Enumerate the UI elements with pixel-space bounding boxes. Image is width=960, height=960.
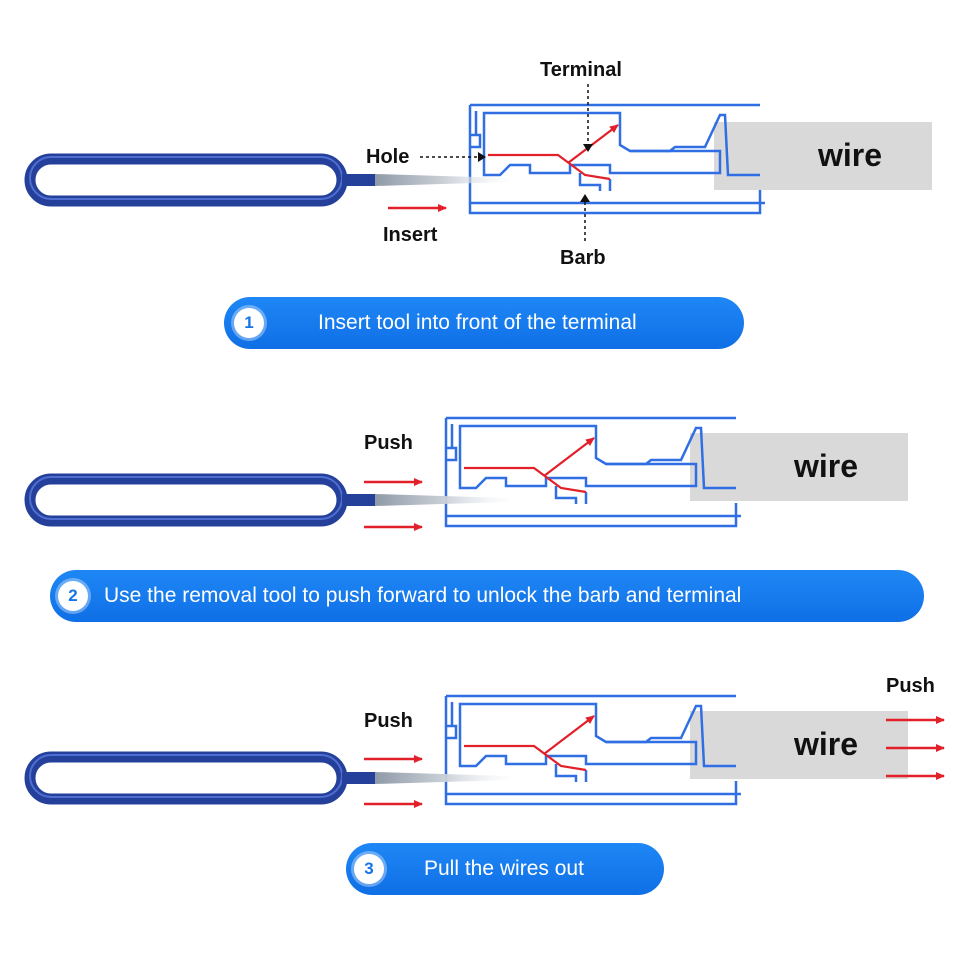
panel-step-3: wire Push Push — [30, 675, 945, 808]
hole-label: Hole — [366, 146, 409, 168]
wire-label: wire — [793, 448, 858, 484]
step-1-text: Insert tool into front of the terminal — [318, 311, 637, 334]
push-label: Push — [364, 710, 413, 732]
step-1-banner: 1 Insert tool into front of the terminal — [224, 297, 744, 349]
barb-leader-arrow — [580, 194, 590, 202]
removal-tool-icon — [30, 157, 510, 201]
step-2-number: 2 — [58, 581, 88, 611]
hole-leader-arrow — [478, 152, 486, 162]
step-3-banner: 3 Pull the wires out — [346, 843, 664, 895]
wire-label: wire — [817, 137, 882, 173]
terminal-label: Terminal — [540, 59, 622, 81]
step-2-text: Use the removal tool to push forward to … — [104, 584, 742, 607]
terminal-housing — [470, 105, 765, 213]
wire-block — [714, 122, 932, 190]
terminal-leader-arrow — [583, 144, 593, 152]
wire-block — [690, 433, 908, 501]
removal-tool-icon — [30, 755, 510, 799]
panel-step-1: wire Terminal Hole Insert Barb — [30, 59, 932, 269]
step-3-number: 3 — [354, 854, 384, 884]
insert-label: Insert — [383, 224, 438, 246]
step-2-banner: 2 Use the removal tool to push forward t… — [50, 570, 924, 622]
panel-step-2: wire Push — [30, 418, 908, 531]
step-1-number: 1 — [234, 308, 264, 338]
removal-tool-icon — [30, 477, 510, 521]
push-label-right: Push — [886, 675, 935, 697]
step-3-text: Pull the wires out — [424, 857, 584, 880]
push-label: Push — [364, 432, 413, 454]
barb-label: Barb — [560, 247, 606, 269]
wire-block — [690, 711, 908, 779]
wire-label: wire — [793, 726, 858, 762]
